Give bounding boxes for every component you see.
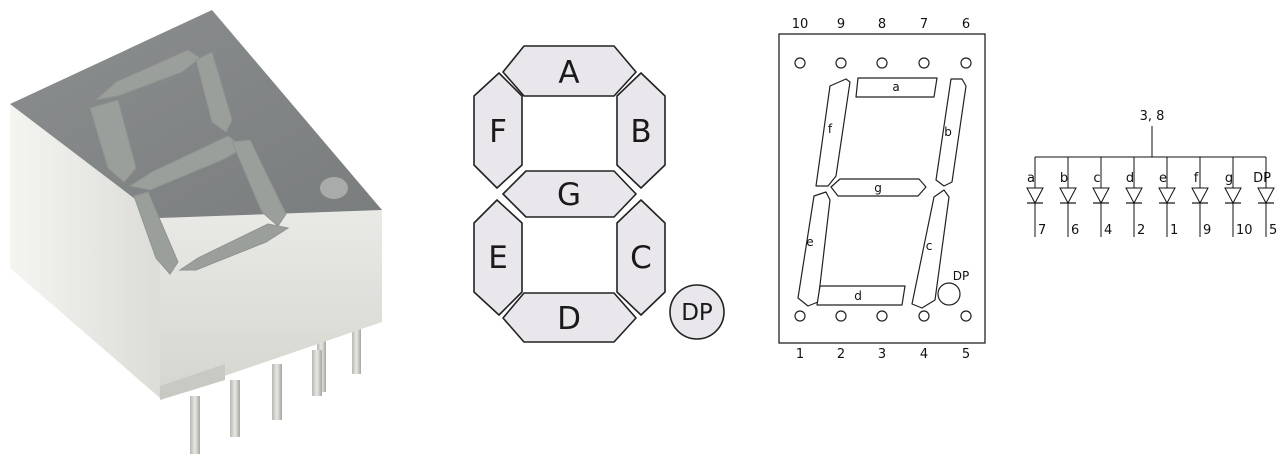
top-pin-number: 9	[837, 17, 845, 32]
segment-d	[502, 292, 637, 343]
segment-labels: A B C D E F G DP	[488, 55, 713, 337]
pin-segment-label-c: c	[926, 239, 933, 253]
top-pin-number: 7	[920, 17, 928, 32]
common-pin-label: 3, 8	[1140, 109, 1165, 124]
pin-segment-c	[911, 189, 950, 309]
diode-g: g 10	[1224, 157, 1253, 238]
pin-segment-label-d: d	[854, 289, 862, 303]
diode-pin-label: 6	[1071, 223, 1079, 238]
segment-diagram	[473, 45, 725, 343]
pin-segment-b	[935, 78, 967, 187]
pin-holes	[794, 57, 972, 322]
face-segments	[89, 49, 290, 275]
decimal-point-label: DP	[681, 300, 713, 326]
diode-e: e1	[1158, 157, 1178, 238]
diode-segment-label: DP	[1253, 171, 1271, 186]
top-pin-number: 10	[792, 17, 809, 32]
diode-dp: DP 5	[1253, 157, 1277, 238]
diode-pin-label: 10	[1236, 223, 1253, 238]
diode-segment-label: b	[1060, 171, 1068, 186]
diode-segment-label: c	[1093, 171, 1100, 186]
segment-e	[473, 199, 523, 316]
diode-a: a7	[1026, 157, 1046, 238]
diode-pin-label: 9	[1203, 223, 1211, 238]
diode-pin-label: 7	[1038, 223, 1046, 238]
diode-segment-label: a	[1027, 171, 1035, 186]
pin-segment-label-f: f	[828, 122, 833, 136]
pin-segment-label-g: g	[874, 181, 882, 195]
diode-b: b6	[1059, 157, 1079, 238]
body-left-side	[10, 104, 160, 398]
pin-segment-label-a: a	[892, 80, 899, 94]
diode-d: d2	[1125, 157, 1145, 238]
bottom-pin-number: 3	[878, 347, 886, 362]
diode-segment-label: f	[1194, 171, 1199, 186]
segment-label-b: B	[630, 114, 651, 150]
segment-b	[616, 72, 666, 189]
diode-f: f9	[1191, 157, 1211, 238]
segment-label-c: C	[630, 240, 652, 276]
segment-label-f: F	[489, 114, 507, 150]
schematic-wiring	[1035, 126, 1266, 158]
pinout-drawing: 10 9 8 7 6 1 2 3 4 5 a b c d e f	[778, 17, 986, 362]
segment-a	[502, 45, 637, 97]
diode-segment-label: g	[1225, 171, 1233, 186]
segment-f	[473, 72, 523, 189]
pin-segment-label-b: b	[944, 125, 952, 139]
diode-c: c4	[1092, 157, 1112, 238]
display-face	[10, 10, 382, 218]
front-pins	[190, 334, 361, 454]
top-pin-number: 8	[878, 17, 886, 32]
top-pin-number: 6	[962, 17, 970, 32]
bottom-pin-number: 2	[837, 347, 845, 362]
decimal-point	[669, 284, 725, 340]
segment-label-a: A	[558, 55, 579, 91]
pin-decimal-point-label: DP	[953, 269, 969, 283]
diode-pin-label: 5	[1269, 223, 1277, 238]
bottom-pin-number: 4	[920, 347, 928, 362]
diode-segment-label: d	[1126, 171, 1134, 186]
diode-segment-label: e	[1159, 171, 1167, 186]
segment-g	[502, 170, 637, 218]
pin-segment-label-e: e	[806, 235, 813, 249]
diode-pin-label: 4	[1104, 223, 1112, 238]
segment-label-e: E	[488, 240, 508, 276]
segment-c	[616, 199, 666, 316]
bottom-pin-number: 5	[962, 347, 970, 362]
diode-pin-label: 2	[1137, 223, 1145, 238]
pin-segment-f	[815, 78, 851, 187]
segment-label-d: D	[557, 301, 581, 337]
diode-pin-label: 1	[1170, 223, 1178, 238]
bottom-pin-number: 1	[796, 347, 804, 362]
face-decimal-point	[320, 177, 348, 199]
segment-label-g: G	[557, 177, 581, 213]
seven-segment-display-photo	[10, 10, 382, 454]
pin-segment-g	[830, 178, 927, 197]
pin-decimal-point	[937, 282, 961, 306]
pin-segment-a	[855, 77, 938, 98]
pin-segment-d	[816, 285, 906, 306]
